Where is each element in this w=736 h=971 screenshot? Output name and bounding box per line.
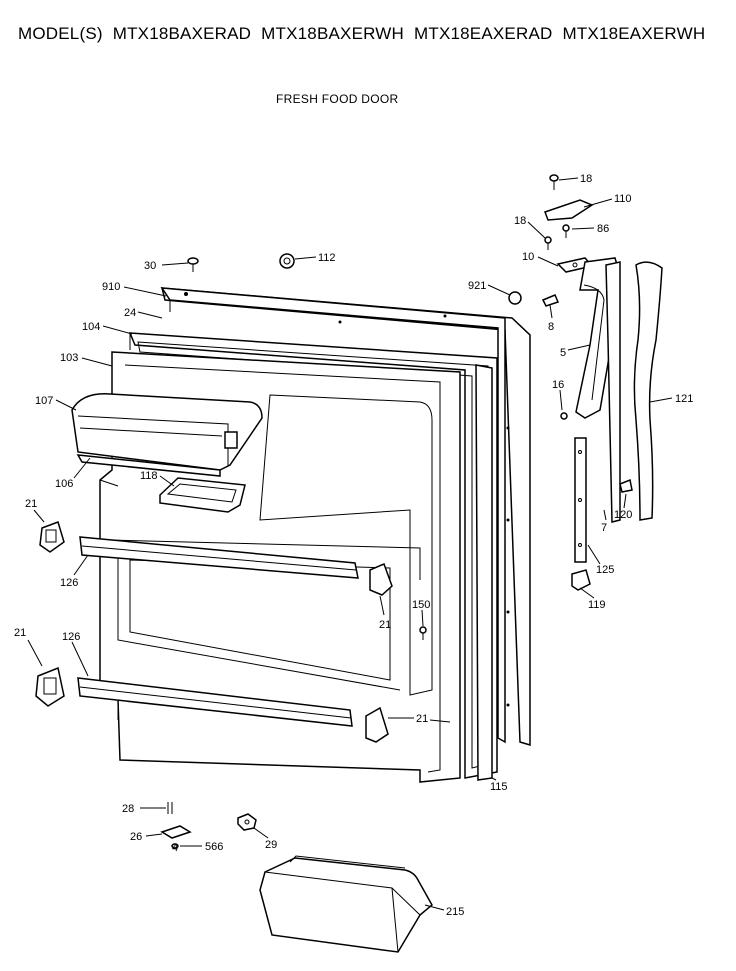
callout-29: 29	[265, 839, 277, 851]
callout-126: 126	[60, 577, 78, 589]
door-strip	[475, 364, 493, 781]
callout-21: 21	[416, 713, 428, 725]
callout-5: 5	[560, 347, 566, 359]
handle-trim	[605, 261, 621, 523]
bracket-8	[541, 294, 560, 307]
hinge-cover-110	[544, 199, 594, 221]
plug-112	[279, 253, 295, 269]
callout-4: 4	[172, 842, 178, 854]
plug-921	[508, 291, 522, 305]
callout-104: 104	[82, 321, 100, 333]
callout-215: 215	[446, 906, 464, 918]
model-number: MTX18BAXERWH	[261, 24, 405, 43]
model-number: MTX18EAXERAD	[414, 24, 553, 43]
callout-21: 21	[14, 627, 26, 639]
callout-10: 10	[522, 251, 534, 263]
callout-103: 103	[60, 352, 78, 364]
dairy-hinge	[76, 454, 221, 477]
callout-21: 21	[25, 498, 37, 510]
callout-86: 86	[597, 223, 609, 235]
callout-28: 28	[122, 803, 134, 815]
plate-26	[160, 825, 192, 839]
shelf-end-cap	[365, 706, 389, 743]
model-prefix: MODEL(S)	[18, 24, 103, 43]
leader-lines	[27, 177, 673, 911]
door-bin	[259, 855, 433, 953]
screw-150	[419, 626, 427, 640]
callout-115: 115	[490, 781, 508, 793]
screw-30	[187, 257, 199, 272]
callout-18: 18	[514, 215, 526, 227]
callout-labels: 18 110 18 86 30 112 10 910 921 8 24 104 …	[14, 173, 693, 918]
screw-86	[562, 224, 570, 238]
shelf-bar-lower	[77, 677, 353, 727]
callout-21: 21	[379, 619, 391, 631]
screw-16	[560, 412, 568, 420]
callout-910: 910	[102, 281, 120, 293]
callout-150: 150	[412, 599, 430, 611]
end-cap-119	[571, 569, 591, 591]
callout-30: 30	[144, 260, 156, 272]
callout-106: 106	[55, 478, 73, 490]
handle-cover	[633, 261, 663, 521]
model-number: MTX18BAXERAD	[112, 24, 252, 43]
callout-110: 110	[614, 193, 632, 205]
shelf-bar-upper	[79, 536, 359, 579]
shelf-end-cap	[369, 562, 393, 596]
callout-121: 121	[675, 393, 693, 405]
callout-112: 112	[318, 252, 336, 264]
diagram-subtitle: FRESH FOOD DOOR	[276, 92, 399, 106]
screw-4	[171, 843, 179, 849]
nut-29	[237, 813, 257, 831]
screw-18-lower	[544, 236, 552, 250]
callout-120: 120	[614, 509, 632, 521]
callout-16: 16	[552, 379, 564, 391]
egg-tray	[159, 477, 246, 513]
callout-8: 8	[548, 321, 554, 333]
callout-18: 18	[580, 173, 592, 185]
callout-118: 118	[140, 470, 158, 482]
model-header: MODEL(S) MTX18BAXERAD MTX18BAXERWH MTX18EAX…	[18, 24, 715, 44]
callout-126: 126	[62, 631, 80, 643]
screw-18-top	[549, 174, 559, 190]
model-number: MTX18EAXERWH	[562, 24, 706, 43]
door-gasket	[128, 332, 498, 779]
callout-107: 107	[35, 395, 53, 407]
callout-26: 26	[130, 831, 142, 843]
callout-119: 119	[588, 599, 606, 611]
pin-28	[167, 802, 173, 814]
clip-120	[619, 478, 633, 493]
dairy-compartment-door	[71, 393, 263, 471]
shelf-end-cap	[39, 521, 65, 553]
callout-921: 921	[468, 280, 486, 292]
callout-7: 7	[601, 522, 607, 534]
callout-24: 24	[124, 307, 136, 319]
shelf-end-cap	[35, 666, 65, 707]
callout-566: 566	[205, 841, 223, 853]
handle-channel	[574, 437, 587, 563]
outer-door-panel	[160, 287, 531, 747]
callout-125: 125	[596, 564, 614, 576]
